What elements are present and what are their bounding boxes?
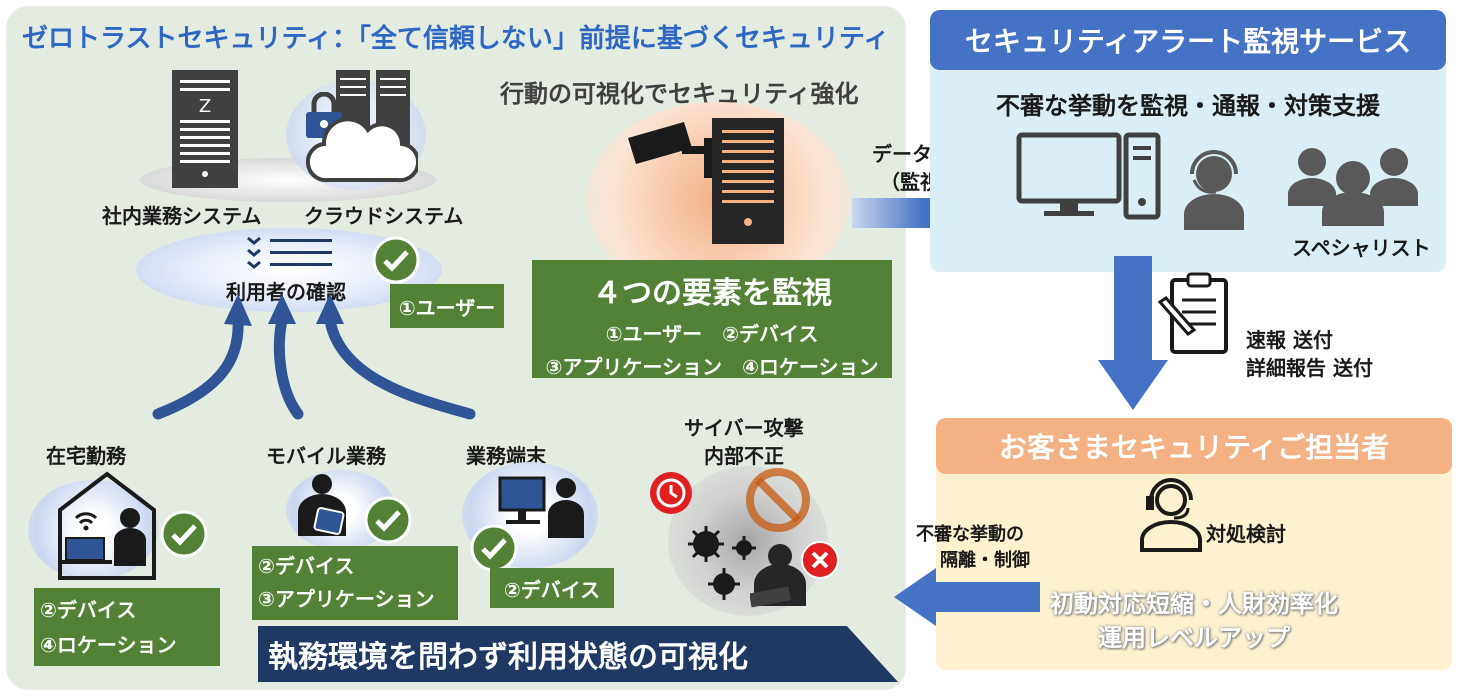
mobile-element-2: ③アプリケーション [258, 587, 435, 611]
mobile-element-1: ②デバイス [258, 554, 355, 578]
mobile-work-icon [298, 474, 346, 536]
terminal-elements-box: ②デバイス [490, 568, 614, 608]
virus-icon [688, 526, 756, 600]
four-elements-box: ４つの要素を監視 ①ユーザー ②デバイス ③アプリケーション ④ロケーション [532, 260, 892, 379]
specialists-group-icon [1288, 148, 1418, 226]
four-elements-title: ４つの要素を監視 [592, 276, 832, 311]
security-camera-icon [628, 122, 712, 178]
internal-server-icon: Z [172, 70, 238, 188]
cloud-system-label: クラウドシステム [304, 204, 464, 228]
home-work-label: 在宅勤務 [46, 444, 126, 468]
four-elements-line2: ③アプリケーション ④ロケーション [545, 355, 879, 379]
mobile-elements-box: ②デバイス ③アプリケーション [252, 546, 458, 620]
mobile-work-label: モバイル業務 [266, 444, 386, 468]
alert-service-title: セキュリティアラート監視サービス [930, 10, 1446, 70]
insider-fraud-label: 内部不正 [704, 444, 784, 468]
visualization-banner: 執務環境を問わず利用状態の可視化 [258, 626, 898, 682]
home-element-2: ④ロケーション [40, 633, 177, 657]
isolation-label-2: 隔離・制御 [940, 550, 1030, 571]
customer-title: お客さまセキュリティご担当者 [936, 418, 1452, 474]
mobile-check-icon [364, 496, 412, 544]
benefit-line-2: 運用レベルアップ [1098, 624, 1290, 652]
customer-headset-icon [1140, 478, 1202, 552]
user-check-label: 利用者の確認 [226, 280, 346, 304]
terminal-check-icon [470, 524, 518, 572]
check-icon [372, 236, 420, 284]
report-down-arrow [1098, 256, 1168, 410]
internal-system-label: 社内業務システム [102, 204, 262, 228]
alert-service-subtitle: 不審な挙動を監視・通報・対策支援 [996, 92, 1380, 120]
visualization-subtitle: 行動の可視化でセキュリティ強化 [500, 80, 859, 108]
detailed-report-label: 詳細報告 送付 [1246, 356, 1373, 380]
monitor-pc-icon [1016, 132, 1161, 220]
cyber-attack-label: サイバー攻撃 [684, 416, 804, 440]
four-elements-line1: ①ユーザー ②デバイス [605, 322, 819, 346]
home-check-icon [160, 510, 208, 558]
checklist-icon [247, 236, 332, 269]
benefit-line-1: 初動対応短縮・人財効率化 [1050, 590, 1338, 618]
operator-headset-icon [1184, 150, 1244, 230]
quick-report-label: 速報 送付 [1246, 328, 1333, 352]
isolation-label-1: 不審な挙動の [916, 524, 1024, 545]
home-elements-box: ②デバイス ④ロケーション [34, 588, 220, 666]
home-element-1: ②デバイス [40, 598, 137, 622]
terminal-icon [498, 476, 584, 538]
attacker-icon [750, 544, 806, 608]
svg-text:Z: Z [199, 96, 211, 117]
user-element-badge: ①ユーザー [390, 284, 504, 328]
response-review-label: 対処検討 [1206, 522, 1286, 546]
home-work-icon [58, 471, 156, 580]
monitored-server-icon [712, 118, 784, 244]
specialist-label: スペシャリスト [1292, 236, 1431, 260]
error-x-icon [801, 541, 839, 579]
prohibited-icon [746, 468, 810, 532]
access-arrows [152, 294, 476, 420]
diagram-title: ゼロトラストセキュリティ：「全て信頼しない」前提に基づくセキュリティ [22, 24, 890, 54]
isolation-arrow [894, 568, 1040, 626]
alert-clock-icon [650, 472, 692, 514]
cloud-icon [306, 117, 418, 183]
clipboard-icon [1158, 272, 1228, 354]
